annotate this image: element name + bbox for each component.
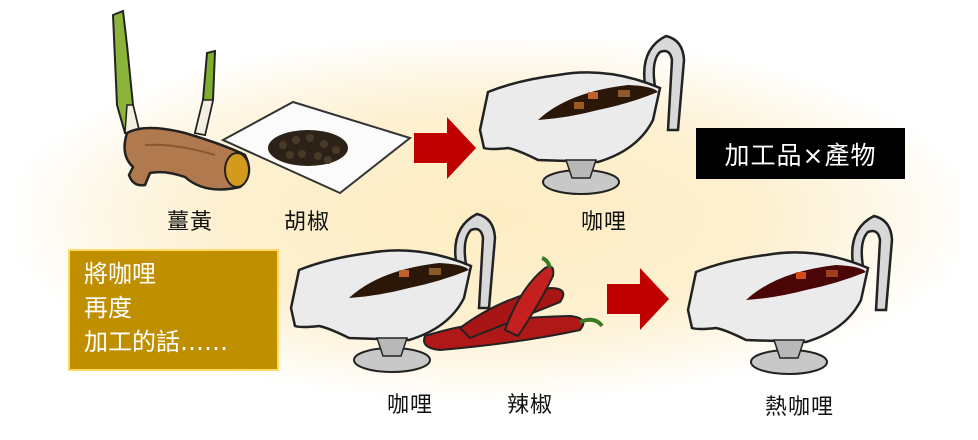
note-line-1: 將咖哩: [84, 260, 156, 288]
curry-gravy-boat-icon: [478, 34, 686, 195]
hot-curry-label: 熱咖哩: [765, 395, 835, 420]
processed-x-product-tag: 加工品×產物: [696, 128, 905, 179]
curry-output-label: 咖哩: [581, 210, 628, 235]
turmeric-label: 薑黃: [167, 210, 214, 235]
note-line-2: 再度: [84, 294, 132, 322]
curry-input-label: 咖哩: [387, 393, 434, 418]
curry-gravy-boat-icon: [289, 212, 497, 373]
chili-label: 辣椒: [507, 393, 554, 418]
reprocess-note: 將咖哩 再度 加工的話……: [68, 249, 279, 371]
hot-curry-gravy-boat-icon: [686, 214, 894, 375]
chili-pepper-icon: [423, 256, 604, 352]
note-line-3: 加工的話……: [84, 328, 228, 356]
black-pepper-icon: [220, 100, 413, 195]
arrow-right-icon: [607, 268, 669, 330]
pepper-label: 胡椒: [284, 210, 331, 235]
turmeric-icon: [111, 9, 251, 191]
arrow-right-icon: [414, 117, 476, 179]
